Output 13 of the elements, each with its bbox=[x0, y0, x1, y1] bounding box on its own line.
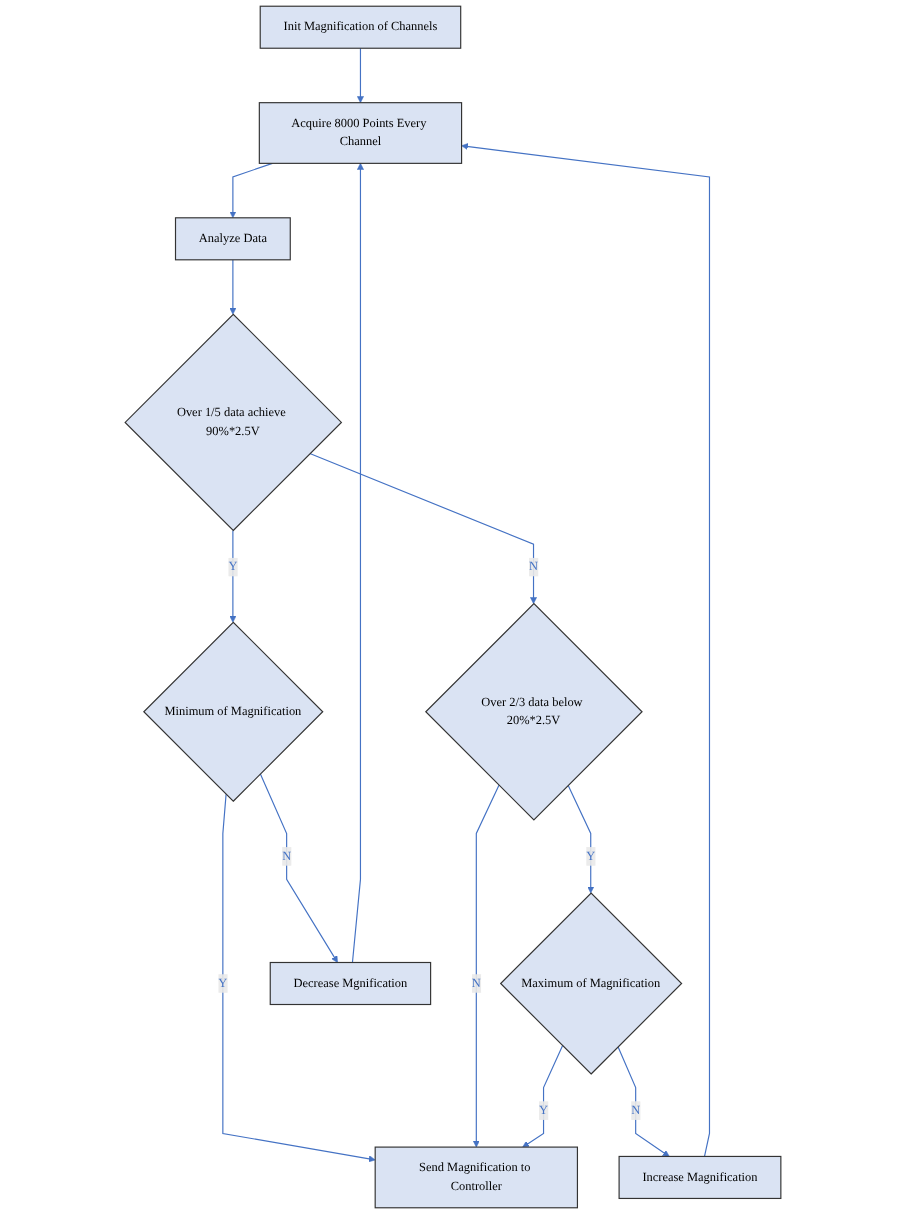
arrow bbox=[351, 163, 364, 964]
arrow bbox=[522, 1045, 564, 1148]
arrow bbox=[229, 162, 273, 219]
arrow bbox=[222, 793, 376, 1163]
arrow bbox=[461, 143, 711, 1158]
arrow bbox=[229, 529, 237, 623]
arrow bbox=[567, 784, 595, 894]
arrow bbox=[357, 47, 364, 103]
arrow bbox=[617, 1046, 670, 1157]
arrow bbox=[229, 259, 237, 315]
arrow bbox=[472, 784, 500, 1148]
arrow bbox=[309, 452, 537, 604]
arrow bbox=[259, 773, 338, 963]
